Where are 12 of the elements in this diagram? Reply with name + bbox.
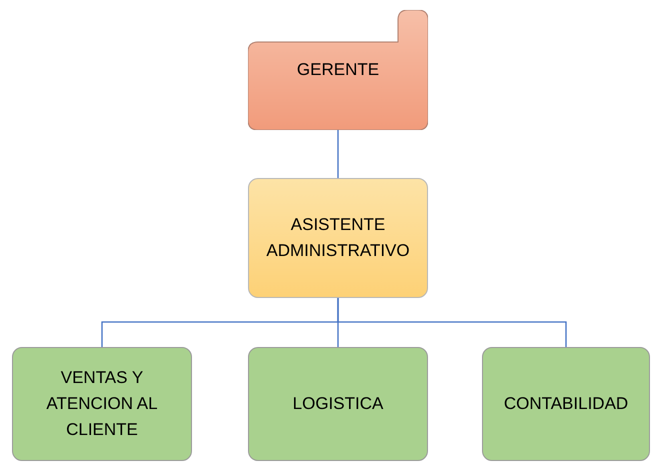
box-label: GERENTE	[296, 59, 380, 81]
org-box	[248, 178, 428, 298]
box-label: LOGISTICA	[292, 393, 384, 415]
box-label: VENTAS Y ATENCION AL CLIENTE	[45, 367, 159, 441]
box-label: ASISTENTE ADMINISTRATIVO	[265, 214, 411, 262]
connector-line	[337, 298, 567, 347]
org-box	[248, 347, 428, 461]
org-box	[12, 347, 192, 461]
org-box	[482, 347, 650, 461]
tab-box	[248, 10, 428, 130]
connector-line	[337, 130, 339, 178]
box-label: CONTABILIDAD	[504, 393, 628, 415]
